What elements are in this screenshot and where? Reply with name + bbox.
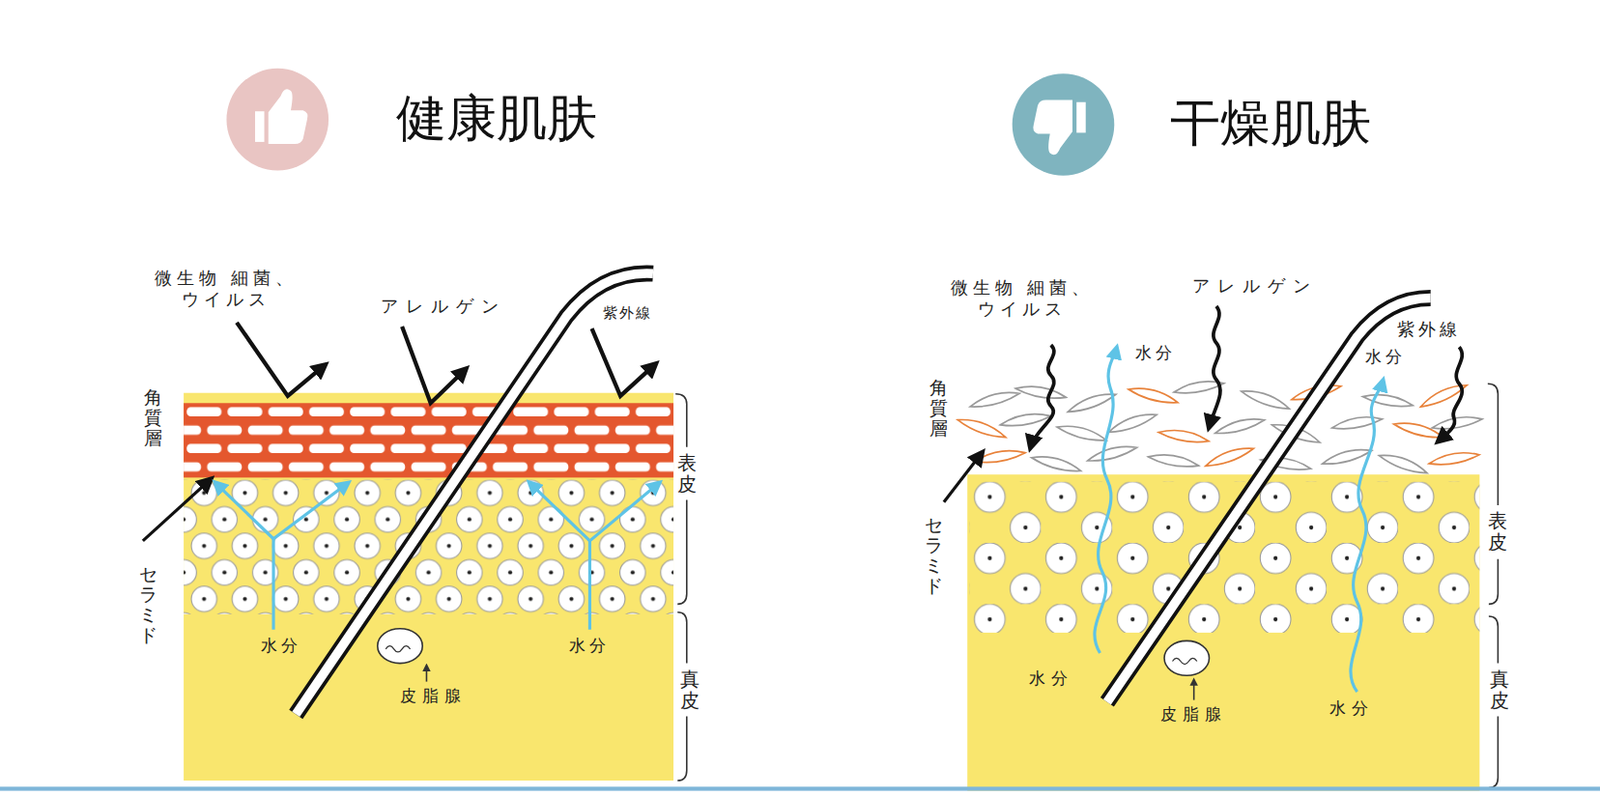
gland-label: 皮脂腺	[1160, 704, 1228, 724]
water-label: 水分	[1028, 668, 1074, 688]
threat-label: 微生物 細菌、ウイルス	[142, 267, 311, 310]
threat-label: 紫外線	[602, 304, 653, 322]
thumbs-down-icon	[1012, 73, 1115, 176]
gland-label: 皮脂腺	[400, 685, 467, 706]
threat-label: アレルゲン	[380, 295, 507, 317]
layer-label: 真皮	[1489, 668, 1510, 712]
threat-label: 微生物 細菌、ウイルス	[938, 277, 1107, 319]
layer-label: 表皮	[677, 452, 697, 495]
water-label: 水分	[1135, 342, 1176, 363]
water-label: 水分	[260, 635, 302, 656]
layer-label: 真皮	[680, 668, 700, 712]
layer-label: 角質層	[143, 387, 163, 449]
water-label: 水分	[1329, 698, 1374, 718]
threat-label: アレルゲン	[1192, 275, 1318, 297]
dry-skin-section	[943, 298, 1498, 792]
layer-label: 角質層	[929, 377, 948, 439]
bottom-rule	[0, 786, 1600, 791]
water-label: 水分	[1365, 346, 1406, 367]
layer-label: 表皮	[1487, 510, 1508, 553]
water-label: 水分	[569, 635, 610, 656]
healthy-skin-section	[142, 273, 687, 781]
panel-heading: 健康肌肤	[396, 87, 598, 148]
thumbs-up-icon	[226, 68, 329, 172]
layer-label: セラミド	[924, 514, 943, 597]
layer-label: セラミド	[139, 564, 158, 646]
threat-label: 紫外線	[1397, 318, 1461, 341]
panel-heading: 干燥肌肤	[1170, 92, 1372, 153]
